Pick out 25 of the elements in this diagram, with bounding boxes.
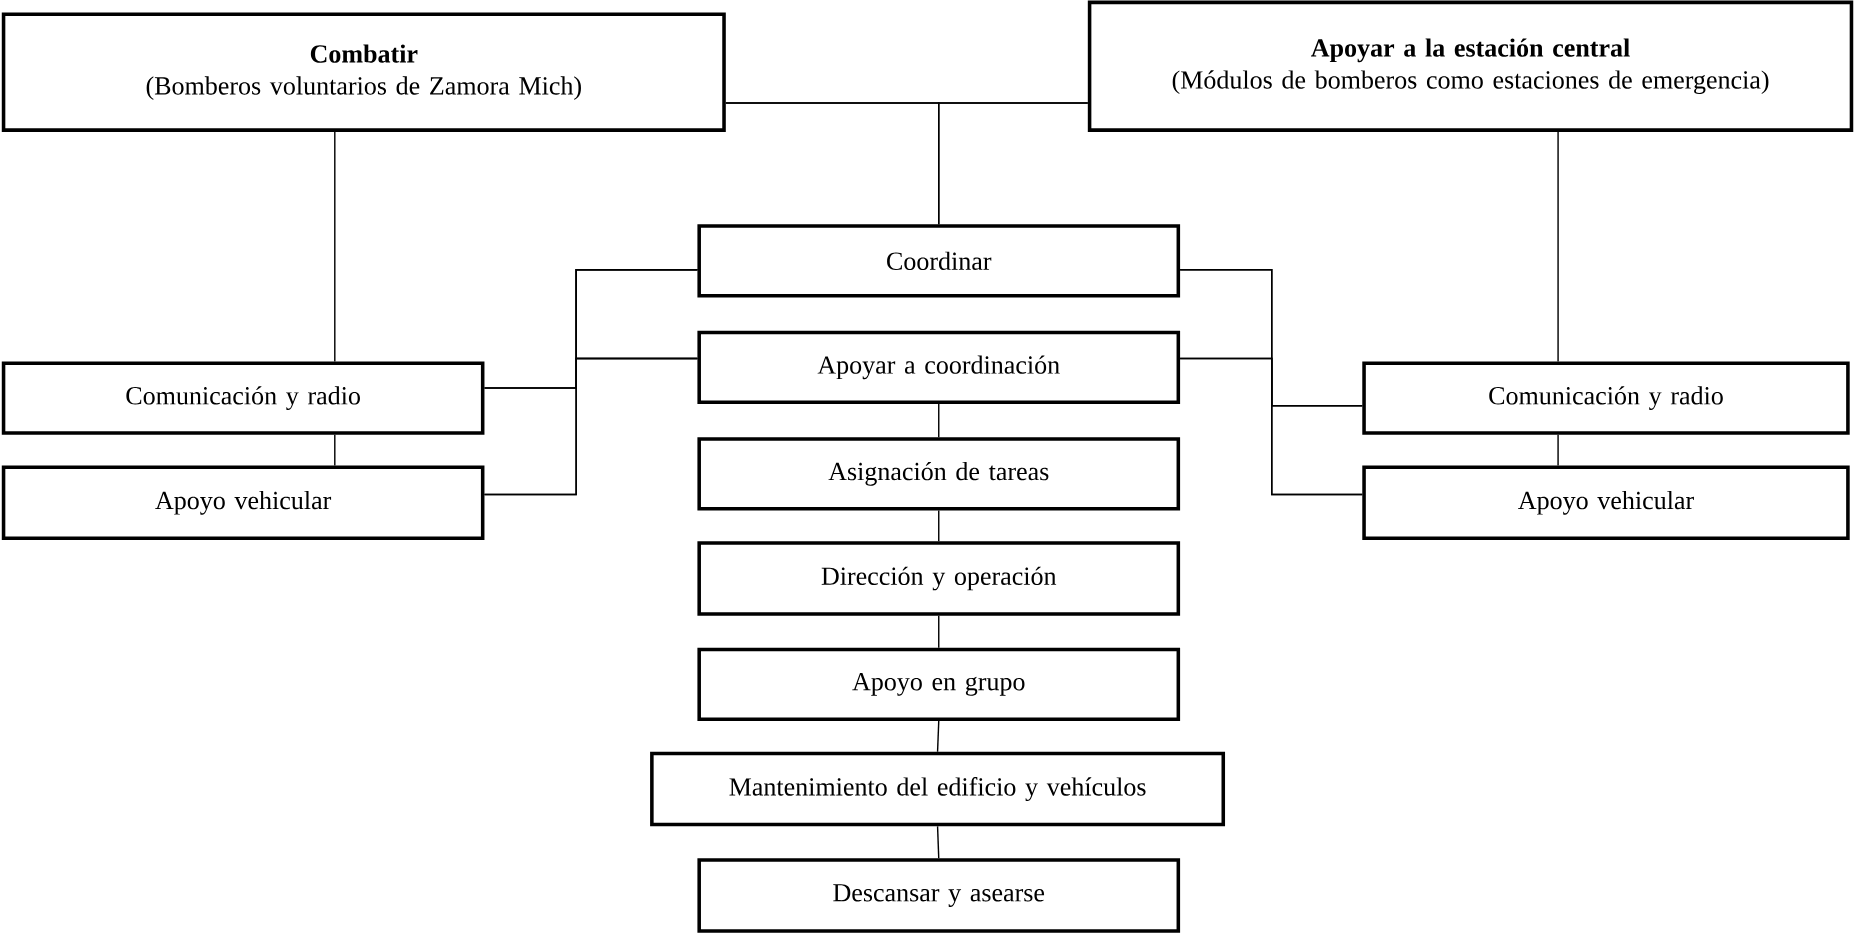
- connector-line: [938, 614, 940, 649]
- connector-line: [1557, 433, 1559, 467]
- process-box: Apoyo en grupo: [697, 647, 1181, 721]
- process-box: Apoyo vehicular: [1362, 465, 1850, 540]
- process-box: Comunicación y radio: [1, 361, 485, 435]
- process-box: Apoyar a coordinación: [697, 330, 1181, 404]
- connector-line: [938, 509, 940, 542]
- connector-line: [1557, 131, 1559, 362]
- process-box: Apoyar a la estación central (Módulos de bomberos como estaciones de emergencia): [1087, 0, 1854, 132]
- process-box: Coordinar: [697, 223, 1181, 298]
- process-box: Apoyo vehicular: [1, 465, 485, 540]
- process-box: Combatir (Bomberos voluntarios de Zamora Mich): [1, 12, 726, 132]
- connector-line: [334, 131, 336, 362]
- process-box: Asignación de tareas: [697, 436, 1181, 511]
- process-box: Descansar y asearse: [697, 858, 1181, 933]
- connector-line: [938, 403, 940, 438]
- process-box: Mantenimiento del edificio y vehículos: [650, 751, 1226, 827]
- connector-line: [334, 433, 336, 467]
- connector-line: [1179, 357, 1363, 495]
- process-box: Comunicación y radio: [1362, 361, 1850, 435]
- process-box: Dirección y operación: [697, 541, 1181, 616]
- connector-line: [483, 357, 699, 495]
- connector-line: [936, 825, 940, 859]
- connector-line: [938, 102, 1089, 225]
- connector-line: [936, 720, 940, 753]
